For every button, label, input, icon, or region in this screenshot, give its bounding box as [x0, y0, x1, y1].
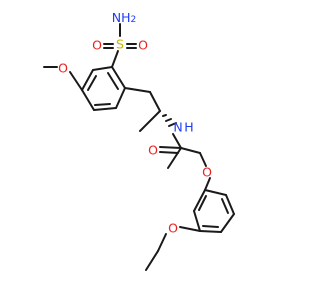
propyl-chain: [124, 87, 177, 132]
bond: [199, 152, 207, 167]
bond: [193, 189, 206, 212]
bond-double-inner: [87, 75, 97, 91]
bond: [81, 89, 95, 111]
bond-n-c: [172, 133, 182, 149]
sulfonamide-nh2-label: NH2: [112, 10, 136, 26]
molecule-structure: NH2 S O O O N H O O: [43, 10, 235, 271]
ethoxy-group: O: [145, 221, 201, 271]
bond: [193, 210, 201, 232]
bond: [167, 147, 182, 169]
bond: [157, 233, 167, 252]
bond-double-inner: [202, 225, 219, 228]
bond: [149, 91, 161, 112]
bond: [69, 71, 83, 91]
bond: [204, 189, 227, 196]
hash-wedge: [168, 122, 177, 127]
bond: [124, 87, 151, 93]
bond: [81, 69, 94, 91]
sulfonamide-group: NH2 S O O: [92, 10, 148, 68]
bond-double-inner: [221, 198, 229, 214]
bond: [111, 50, 119, 68]
bond-methyl: [139, 110, 161, 132]
bond: [93, 107, 117, 111]
bond-double-inner: [198, 195, 207, 211]
bond: [199, 230, 222, 233]
bond: [115, 87, 126, 109]
upper-benzene-ring: [81, 66, 126, 111]
bond: [111, 66, 126, 89]
hash-wedge: [162, 114, 167, 117]
sulfonyl-o-left-label: O: [92, 38, 102, 53]
bond-double-inner: [107, 72, 119, 90]
bond-c-o: [159, 146, 182, 149]
bond: [225, 194, 235, 215]
amide-n-label: N: [173, 120, 182, 135]
bond-c-o: [159, 151, 179, 154]
lower-benzene-ring: [193, 189, 235, 233]
bond: [220, 213, 235, 233]
bond: [204, 177, 211, 191]
sulfonyl-o-right-label: O: [138, 38, 148, 53]
methoxy-group: O: [43, 61, 83, 91]
bond: [145, 250, 159, 271]
amide-h-label: H: [184, 120, 193, 135]
bond: [179, 226, 201, 232]
sulfonyl-s-label: S: [116, 37, 124, 52]
hash-wedge: [165, 118, 172, 122]
bond-double-inner: [94, 103, 111, 106]
molecule-structure-canvas: NH2 S O O O N H O O: [43, 10, 235, 271]
bond: [92, 66, 113, 71]
aryl-ether-link: O: [199, 152, 212, 191]
ethoxy-o-label: O: [168, 221, 178, 236]
carbonyl-o-label: O: [148, 143, 158, 158]
amide-group: N H O: [148, 120, 201, 169]
bond: [180, 147, 201, 154]
ether-o-label: O: [202, 165, 212, 180]
methoxy-o-label: O: [58, 61, 68, 76]
